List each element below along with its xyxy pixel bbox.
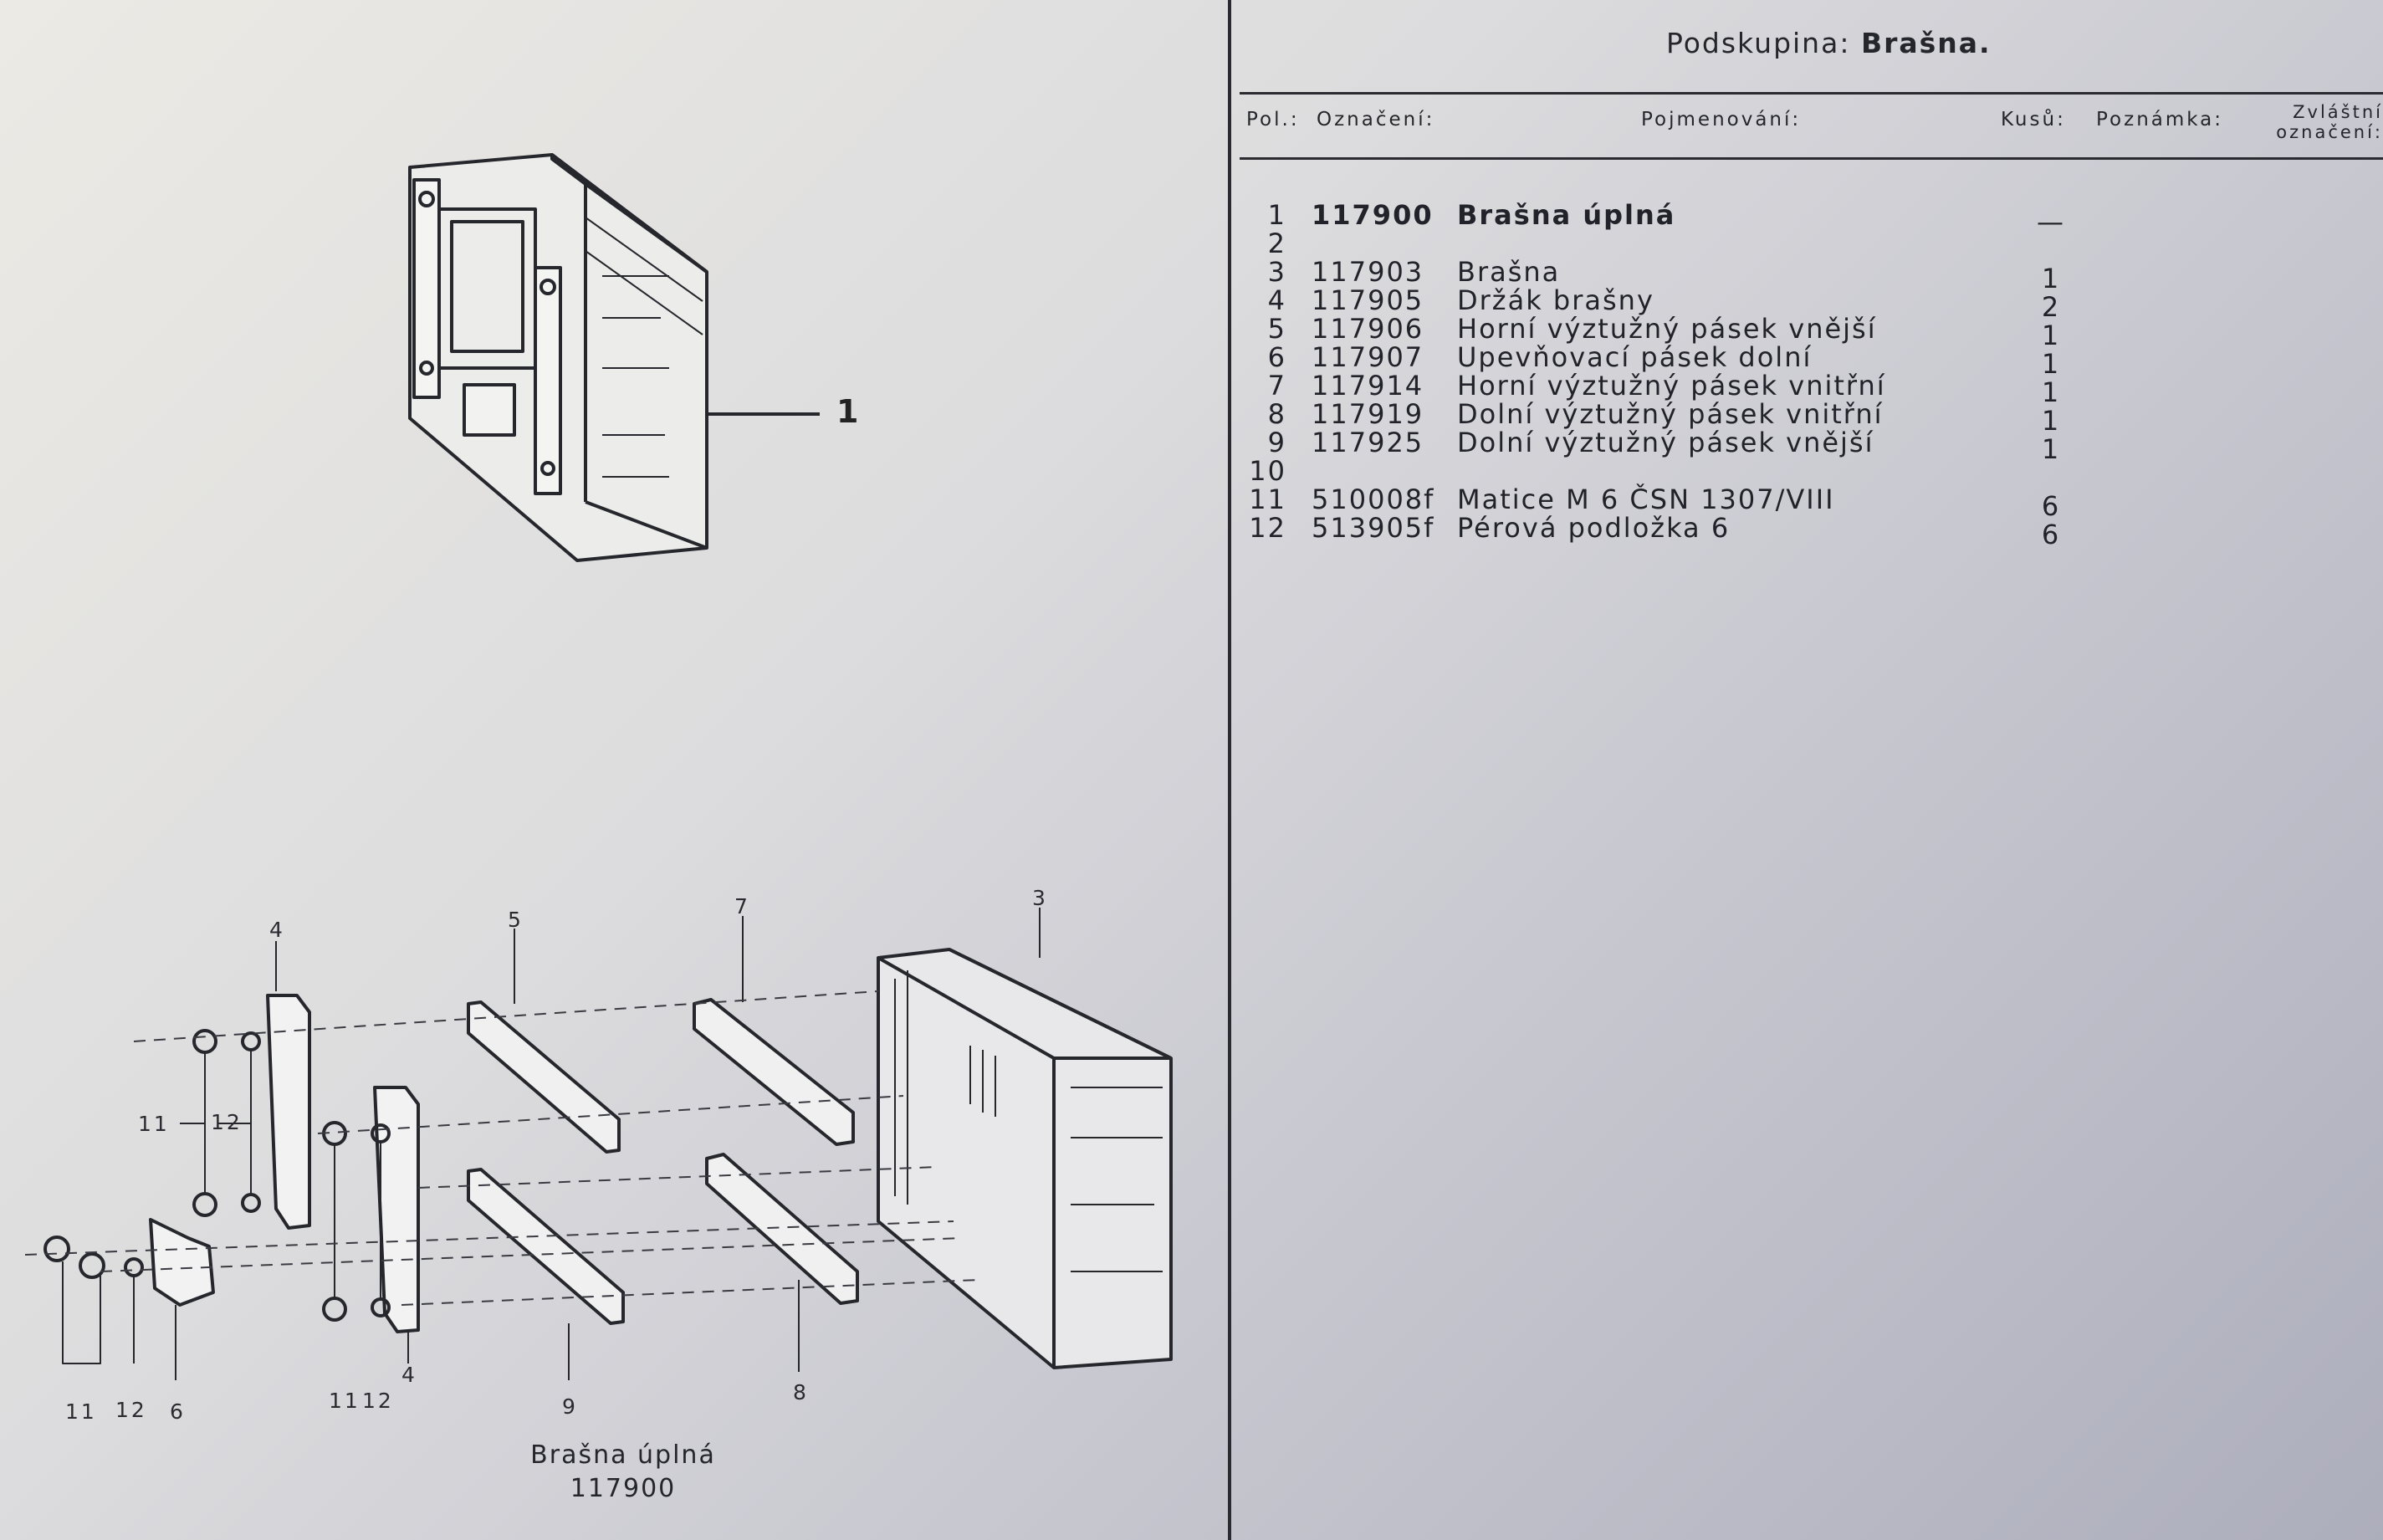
callout-9: 9 [562,1394,578,1419]
row-qty: 1 [2041,348,2061,380]
callout-3: 3 [1032,886,1048,910]
callout-6: 6 [170,1399,186,1424]
row-name: Brašna [1457,256,1561,288]
table-row: 12 513905f Pérová podložka 6 6 [1231,512,2383,550]
row-qty: 1 [2041,433,2061,465]
row-name: Upevňovací pásek dolní [1457,341,1813,373]
callout-11-upper: 11 [138,1112,170,1136]
row-qty: 6 [2041,490,2061,522]
row-code: 117907 [1312,341,1424,373]
row-qty: 1 [2041,320,2061,351]
table-row: 1 117900 Brašna úplná — [1231,199,2383,238]
row-code: 117906 [1312,313,1424,345]
callout-8: 8 [793,1380,809,1404]
callout-4-top: 4 [269,918,285,942]
row-pos: 11 [1249,483,1286,515]
row-pos: 4 [1267,284,1286,316]
row-name: Pérová podložka 6 [1457,512,1731,544]
row-code: 117905 [1312,284,1424,316]
header-qty: Kusů: [2001,109,2066,130]
row-qty: — [2037,206,2065,238]
header-special-line1: Zvláštní [2293,102,2383,122]
row-name: Dolní výztužný pásek vnitřní [1457,398,1884,430]
row-pos: 12 [1249,512,1286,544]
header-note: Poznámka: [2096,109,2224,130]
table-row: 6 117907 Upevňovací pásek dolní 1 [1231,341,2383,380]
row-code: 117914 [1312,370,1424,402]
subgroup-name: Brašna. [1860,27,1992,59]
row-qty: 1 [2041,405,2061,437]
row-name: Horní výztužný pásek vnější [1457,313,1877,345]
row-qty: 6 [2041,519,2061,550]
header-top-rule [1240,92,2383,95]
case-body-illustration [877,948,1173,1369]
subgroup-label: Podskupina: [1666,27,1851,59]
callout-11-left: 11 [65,1399,97,1424]
header-name: Pojmenování: [1641,109,1802,130]
row-pos: 10 [1249,455,1286,487]
row-name: Matice M 6 ČSN 1307/VIII [1457,483,1835,515]
row-pos: 2 [1267,228,1286,259]
table-row: 7 117914 Horní výztužný pásek vnitřní 1 [1231,370,2383,408]
callout-5: 5 [508,908,524,932]
row-pos: 6 [1267,341,1286,373]
table-row: 2 [1231,228,2383,259]
callout-12-mid: 12 [362,1389,394,1413]
row-name: Dolní výztužný pásek vnější [1457,427,1874,458]
row-code: 117903 [1312,256,1424,288]
assembled-case-illustration [408,153,820,562]
row-pos: 5 [1267,313,1286,345]
header-code: Označení: [1317,109,1435,130]
row-pos: 3 [1267,256,1286,288]
row-code: 117919 [1312,398,1424,430]
table-row: 9 117925 Dolní výztužný pásek vnější 1 [1231,427,2383,465]
caption-name: Brašna úplná [530,1440,716,1470]
table-row: 3 117903 Brašna 1 [1231,256,2383,294]
row-pos: 8 [1267,398,1286,430]
drawing-caption: Brašna úplná 117900 [468,1439,778,1506]
row-name: Držák brašny [1457,284,1654,316]
header-pos: Pol.: [1246,109,1300,130]
row-qty: 1 [2041,263,2061,294]
subgroup-title: Podskupina: Brašna. [1666,27,1992,59]
callout-4-lower: 4 [401,1363,417,1387]
header-special-line2: označení: [2276,122,2383,142]
page-divider [1228,0,1231,1540]
row-code: 510008f [1312,483,1435,515]
table-row: 5 117906 Horní výztužný pásek vnější 1 [1231,313,2383,351]
callout-11-mid: 11 [329,1389,361,1413]
assembly-callout-label: 1 [836,393,858,430]
row-code: 513905f [1312,512,1435,544]
header-special: Zvláštní označení: [2276,102,2383,142]
row-pos: 1 [1267,199,1286,231]
row-name: Brašna úplná [1457,199,1676,231]
callout-12-left: 12 [115,1398,147,1422]
parts-list-panel: Podskupina: Brašna. Pol.: Označení: Pojm… [1231,0,2383,1540]
row-code: 117925 [1312,427,1424,458]
exploded-view-drawing: 1 4 5 7 3 11 12 4 11 12 9 8 11 12 6 [24,153,1173,1424]
row-name: Horní výztužný pásek vnitřní [1457,370,1886,402]
row-code: 117900 [1312,199,1434,231]
row-qty: 2 [2041,291,2061,323]
row-pos: 9 [1267,427,1286,458]
header-bottom-rule [1240,157,2383,160]
callout-12-upper: 12 [211,1110,243,1134]
callout-7: 7 [734,894,750,918]
table-row: 8 117919 Dolní výztužný pásek vnitřní 1 [1231,398,2383,437]
row-pos: 7 [1267,370,1286,402]
table-row: 10 [1231,455,2383,487]
table-row: 4 117905 Držák brašny 2 [1231,284,2383,323]
caption-code: 117900 [570,1474,677,1503]
table-row: 11 510008f Matice M 6 ČSN 1307/VIII 6 [1231,483,2383,522]
row-qty: 1 [2041,376,2061,408]
